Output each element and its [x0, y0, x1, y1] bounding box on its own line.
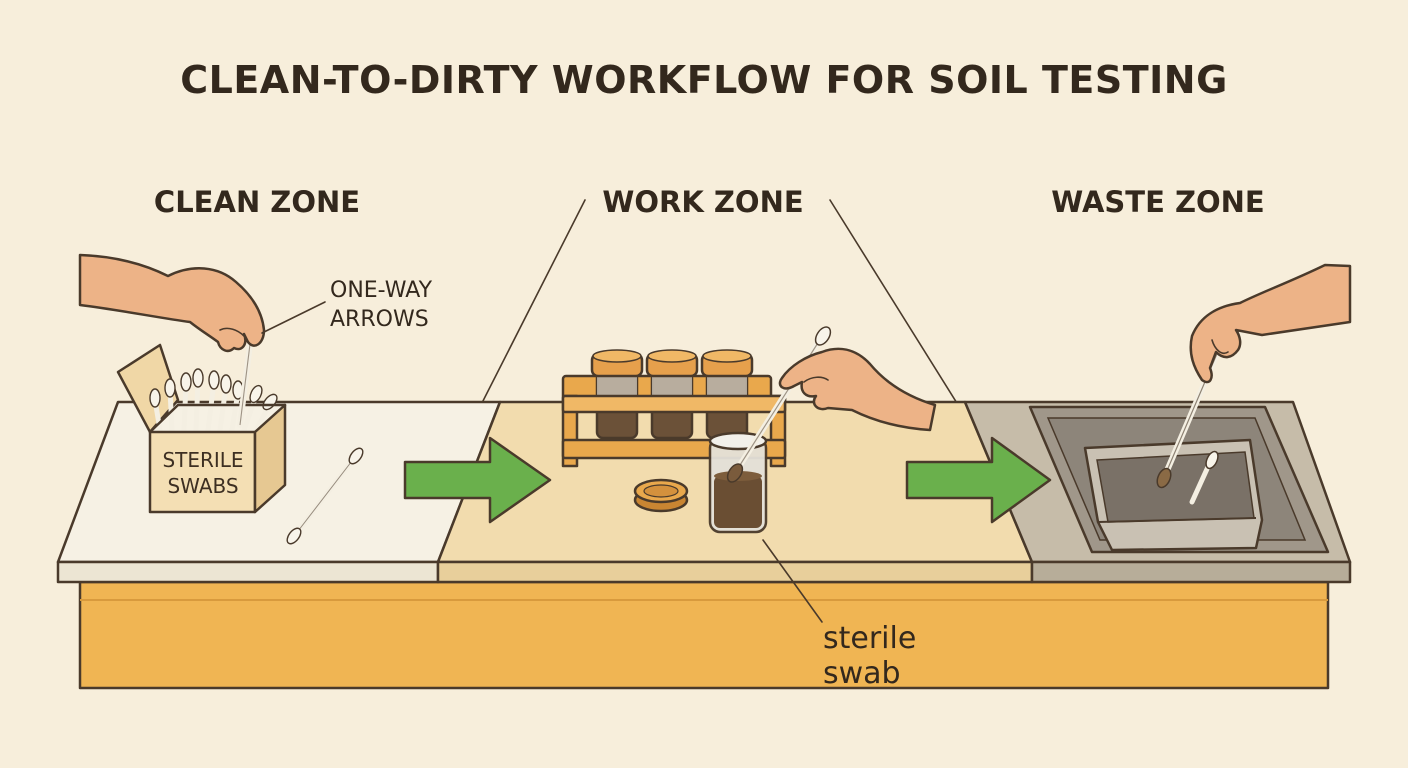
one-way-arrows-label-line1: ONE-WAY [330, 278, 433, 303]
jar-lid-icon [633, 478, 689, 513]
hand-icon [778, 347, 937, 432]
sterile-swab-leader [762, 539, 823, 623]
swab-box-label-line2: SWABS [167, 474, 238, 498]
jar-icon [708, 431, 768, 534]
counter-cabinet [78, 580, 1330, 690]
hand-icon [1189, 263, 1352, 384]
work-zone-label: WORK ZONE [602, 185, 803, 219]
swab-box-label-line1: STERILE [162, 448, 243, 472]
flow-arrow-icon [905, 436, 1052, 524]
discarded-swab-icon [1189, 450, 1219, 505]
clean-zone-label: CLEAN ZONE [154, 185, 360, 219]
swab-icon [286, 447, 364, 545]
flow-arrow-icon [403, 436, 552, 524]
sterile-swab-label-line2: swab [823, 656, 901, 691]
diagram-title: CLEAN-TO-DIRTY WORKFLOW FOR SOIL TESTING [180, 58, 1228, 102]
swab-box-icon: STERILE SWABS [116, 343, 287, 514]
one-way-arrows-label-line2: ARROWS [330, 307, 429, 332]
waste-bin-icon [1083, 438, 1264, 552]
sterile-swab-label-line1: sterile [823, 621, 916, 656]
waste-zone-label: WASTE ZONE [1051, 185, 1264, 219]
hand-icon [78, 253, 266, 353]
one-way-arrows-leader [261, 301, 326, 334]
